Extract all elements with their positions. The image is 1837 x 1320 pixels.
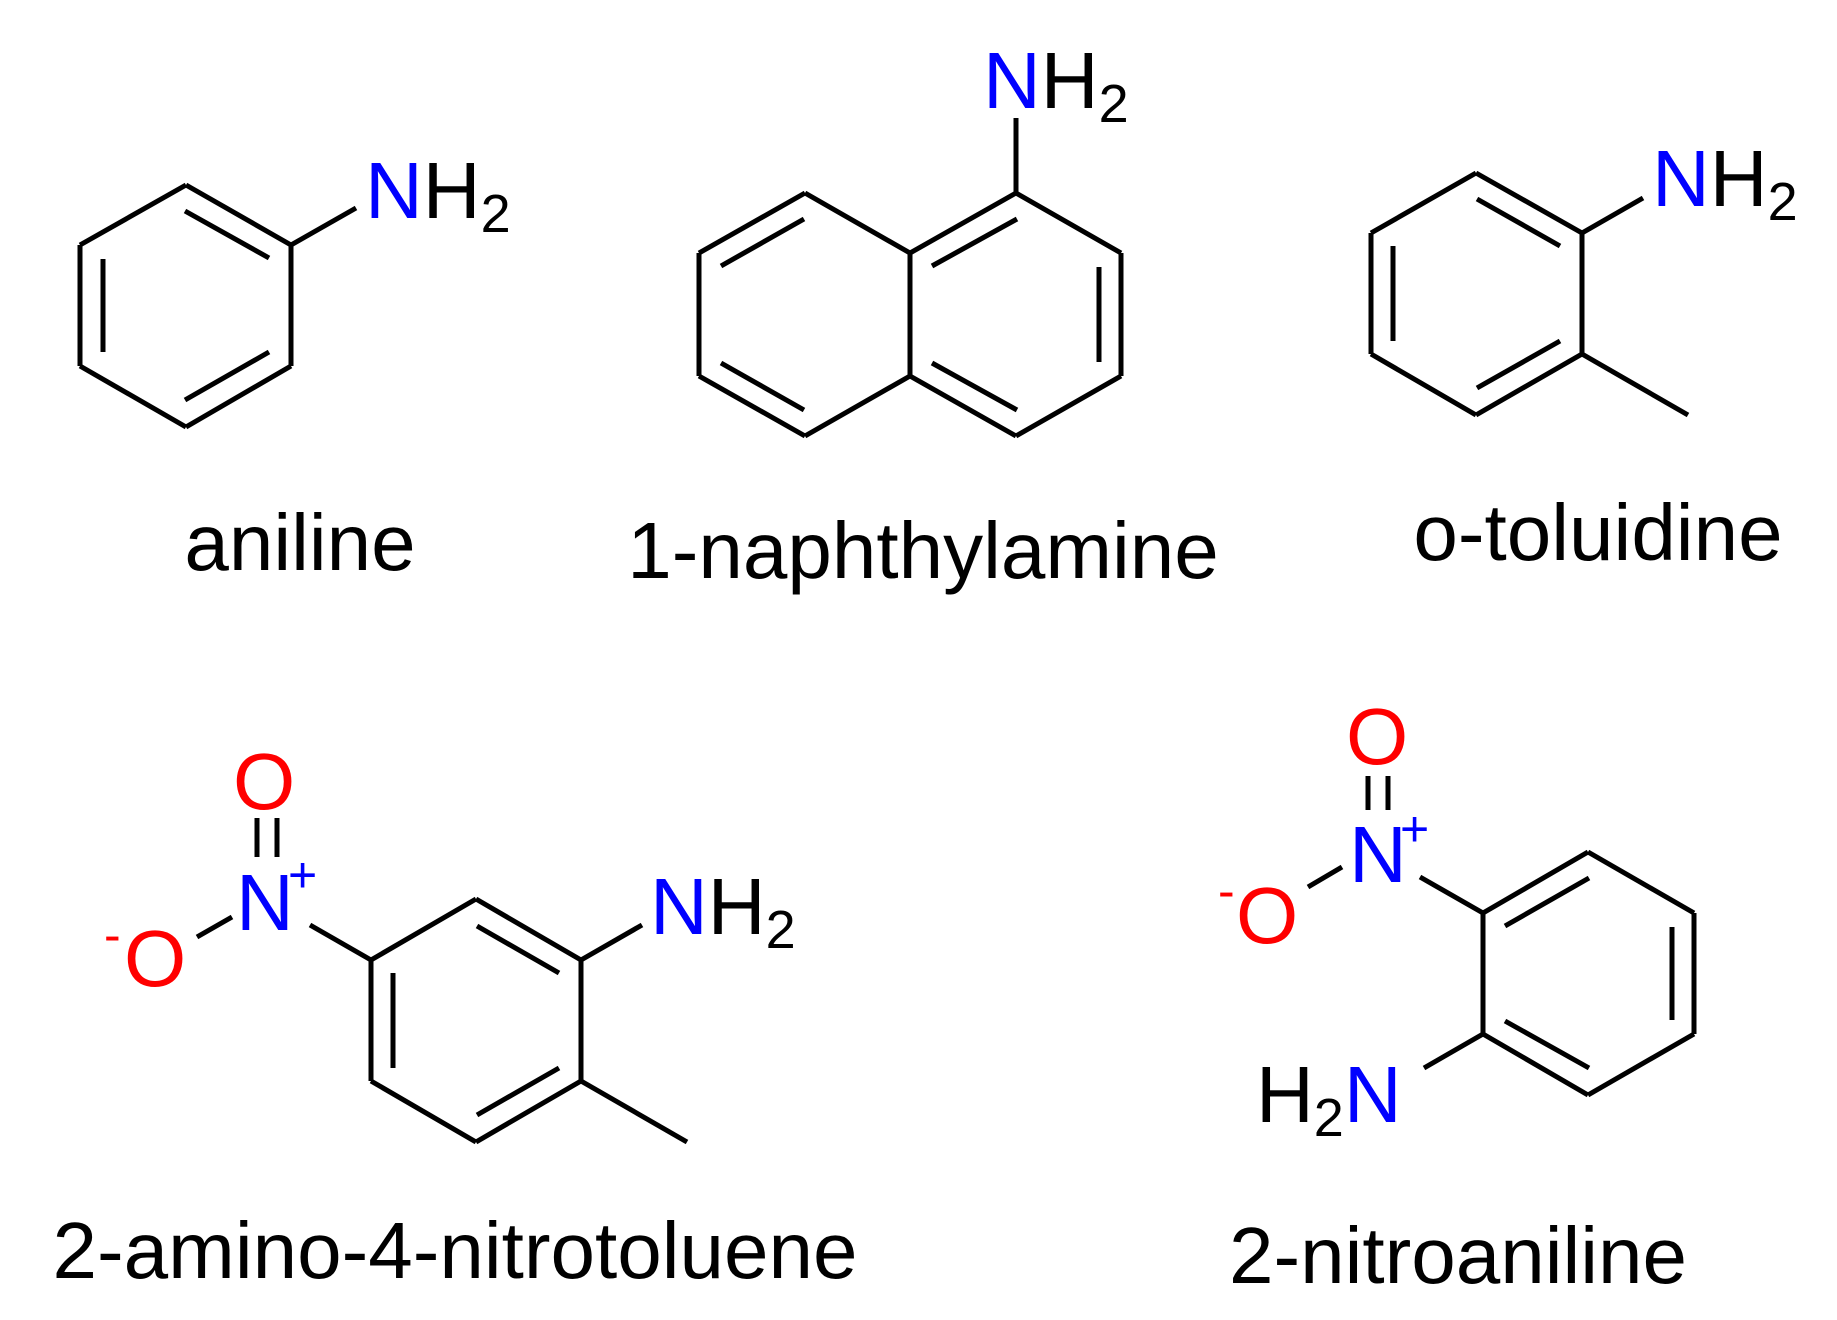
naphthylamine-structure: NH2 1-naphthylamine bbox=[627, 36, 1218, 595]
naphthylamine-bonds bbox=[696, 118, 1124, 439]
nitro-oxygen-single: O bbox=[124, 914, 186, 1003]
nitrogen-atom: N bbox=[650, 862, 708, 951]
aminonitrotoluene-bonds bbox=[195, 818, 689, 1145]
nitrogen-atom: N bbox=[365, 146, 423, 235]
aniline-bonds bbox=[77, 182, 358, 430]
subscript-2: 2 bbox=[1099, 74, 1129, 134]
hydrogen-atom: H bbox=[423, 146, 481, 235]
compound-name-nitroaniline: 2-nitroaniline bbox=[1229, 1211, 1687, 1300]
nitro-oxygen-double: O bbox=[233, 737, 295, 826]
nitroaniline-bonds bbox=[1306, 776, 1697, 1098]
nitroaniline-amino-group: H2N bbox=[1256, 1050, 1402, 1148]
hydrogen-atom: H bbox=[1256, 1050, 1314, 1139]
hydrogen-atom: H bbox=[1041, 36, 1099, 125]
hydrogen-atom: H bbox=[708, 862, 766, 951]
toluidine-bonds bbox=[1368, 170, 1690, 418]
compound-name-aniline: aniline bbox=[184, 498, 415, 587]
negative-charge: - bbox=[1218, 863, 1235, 919]
aniline-amino-group: NH2 bbox=[365, 146, 511, 244]
aminonitrotoluene-amino-group: NH2 bbox=[650, 862, 796, 960]
subscript-2: 2 bbox=[766, 900, 796, 960]
aminonitrotoluene-structure: NH2 N + O O - 2-amino-4-nitrotoluene bbox=[53, 737, 858, 1295]
hydrogen-atom: H bbox=[1710, 134, 1768, 223]
naphthylamine-amino-group: NH2 bbox=[983, 36, 1129, 134]
compound-name-aminonitrotoluene: 2-amino-4-nitrotoluene bbox=[53, 1206, 858, 1295]
nitro-oxygen-single: O bbox=[1236, 871, 1298, 960]
subscript-2: 2 bbox=[481, 184, 511, 244]
nitrogen-atom: N bbox=[983, 36, 1041, 125]
nitrogen-atom: N bbox=[1344, 1050, 1402, 1139]
nitro-nitrogen-atom: N bbox=[1349, 810, 1407, 899]
toluidine-amino-group: NH2 bbox=[1652, 134, 1798, 232]
negative-charge: - bbox=[104, 907, 121, 963]
nitroaniline-structure: N + O O - H2N 2-nitroaniline bbox=[1218, 692, 1697, 1300]
compound-name-naphthylamine: 1-naphthylamine bbox=[627, 506, 1218, 595]
nitrogen-atom: N bbox=[1652, 134, 1710, 223]
aniline-structure: NH2 aniline bbox=[77, 146, 511, 587]
subscript-2: 2 bbox=[1768, 172, 1798, 232]
nitro-oxygen-double: O bbox=[1346, 692, 1408, 781]
nitro-nitrogen-atom: N bbox=[236, 858, 294, 947]
toluidine-structure: NH2 o-toluidine bbox=[1368, 134, 1798, 577]
positive-charge: + bbox=[288, 847, 317, 903]
compound-name-toluidine: o-toluidine bbox=[1413, 488, 1782, 577]
subscript-2: 2 bbox=[1314, 1088, 1344, 1148]
positive-charge: + bbox=[1400, 801, 1429, 857]
